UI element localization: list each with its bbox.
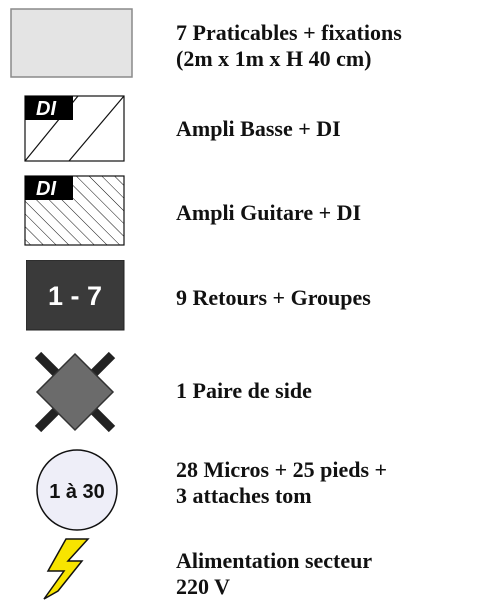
legend-label-power: Alimentation secteur 220 V [176,548,373,599]
legend-label-guitar-amp: Ampli Guitare + DI [176,200,362,225]
circle-icon: 1 à 30 [36,449,118,531]
gray-rectangle-icon [10,8,133,78]
legend-label-mics: 28 Micros + 25 pieds + 3 attaches tom [176,457,388,508]
legend-label-bass-amp: Ampli Basse + DI [176,116,341,141]
legend-label-platforms: 7 Praticables + fixations (2m x 1m x H 4… [176,20,402,71]
svg-text:1 - 7: 1 - 7 [48,281,102,311]
dark-square-icon: 1 - 7 [26,260,125,331]
svg-text:DI: DI [36,178,56,200]
gray-diamond-icon [34,351,116,433]
lightning-icon [43,538,90,600]
legend-label-side: 1 Paire de side [176,378,312,403]
di-box-hatched-icon: DI [24,175,125,246]
svg-text:1 à 30: 1 à 30 [49,481,105,503]
di-box-single-diagonal-icon: DI [24,95,125,162]
legend-label-monitors: 9 Retours + Groupes [176,285,371,310]
svg-text:DI: DI [36,98,56,120]
